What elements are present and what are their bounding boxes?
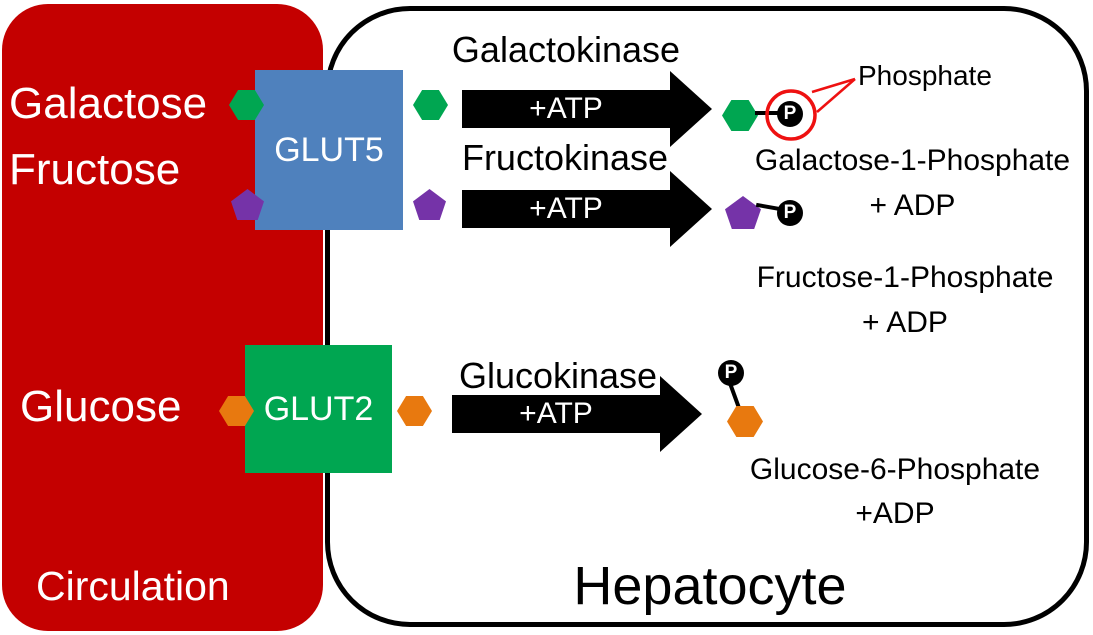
glut2-transporter: GLUT2 — [245, 345, 392, 473]
atp-label: +ATP — [529, 192, 603, 225]
glucokinase-arrowhead-icon — [660, 376, 702, 452]
atp-label: +ATP — [519, 397, 593, 430]
glucokinase-label: Glucokinase — [458, 355, 658, 396]
fructose-product-label: Fructose-1-Phosphate + ADP — [730, 255, 1080, 345]
fructokinase-label: Fructokinase — [461, 137, 669, 178]
phosphate-callout-icon — [765, 77, 856, 141]
product-byproduct: + ADP — [869, 189, 956, 222]
galactose-product-label: Galactose-1-Phosphate + ADP — [730, 138, 1093, 228]
phosphate-annotation-label: Phosphate — [858, 60, 992, 91]
phosphate-icon: P — [777, 101, 803, 127]
glut5-transporter: GLUT5 — [255, 70, 403, 230]
product-byproduct: + ADP — [862, 306, 948, 339]
hepatocyte-label: Hepatocyte — [573, 556, 847, 616]
product-name: Fructose-1-Phosphate — [756, 261, 1054, 294]
galactokinase-label: Galactokinase — [451, 29, 681, 70]
glut5-label: GLUT5 — [274, 130, 384, 169]
galactokinase-arrow: +ATP — [462, 90, 670, 128]
glucose-label: Glucose — [20, 382, 182, 431]
product-name: Galactose-1-Phosphate — [754, 144, 1071, 177]
galactose-fructose-label: Galactose Fructose — [9, 79, 208, 194]
fructokinase-arrow: +ATP — [462, 190, 670, 228]
glucose-product-label: Glucose-6-Phosphate +ADP — [725, 448, 1065, 536]
product-name: Glucose-6-Phosphate — [749, 453, 1041, 486]
product-byproduct: +ADP — [855, 497, 935, 530]
glut2-label: GLUT2 — [263, 389, 374, 428]
phosphate-icon: P — [777, 200, 803, 226]
galactokinase-arrowhead-icon — [670, 71, 712, 147]
circulation-label: Circulation — [36, 563, 230, 609]
phosphate-icon: P — [718, 360, 744, 386]
glucokinase-arrow: +ATP — [452, 395, 660, 433]
atp-label: +ATP — [529, 92, 603, 125]
fructokinase-arrowhead-icon — [670, 171, 712, 247]
